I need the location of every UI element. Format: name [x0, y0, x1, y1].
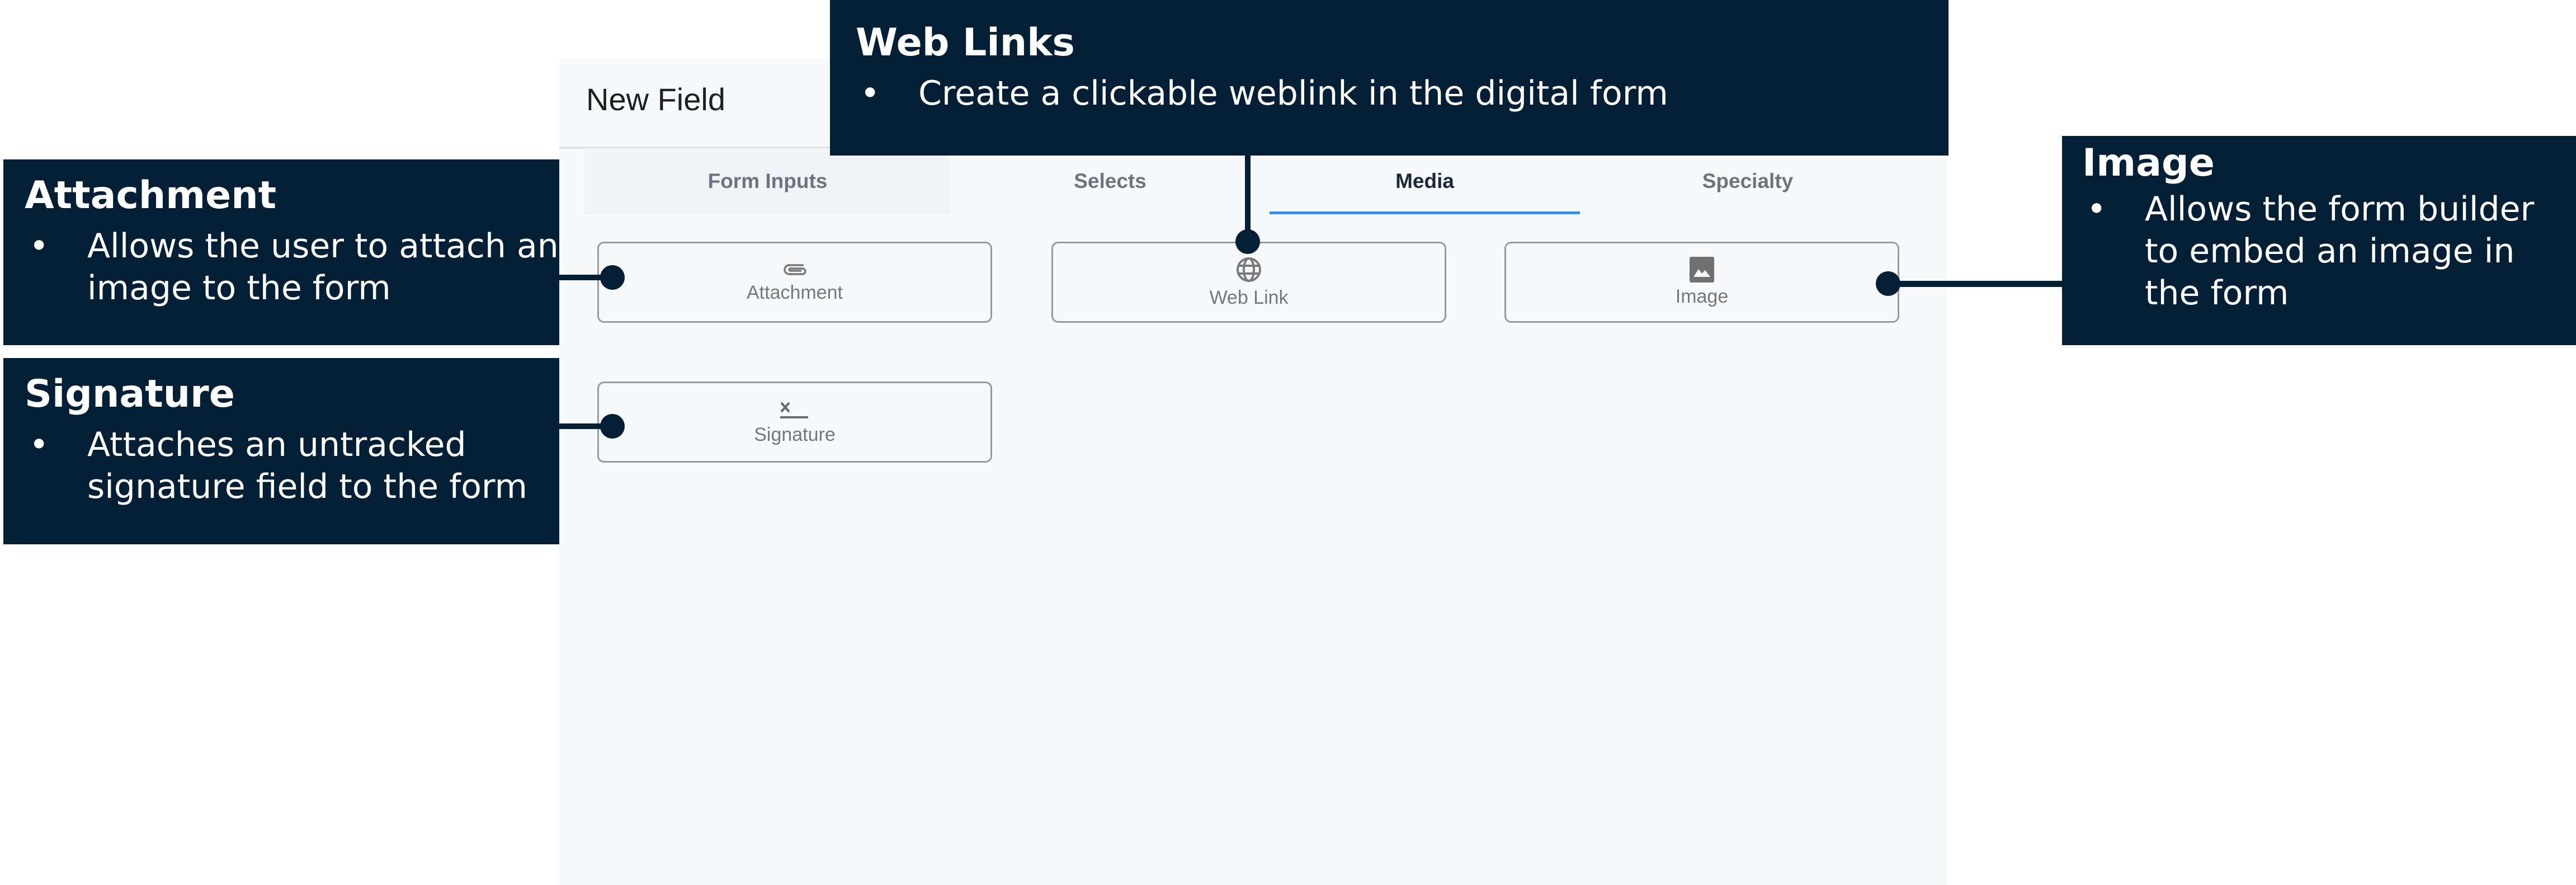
- signature-callout: Signature • Attaches an untracked signat…: [3, 358, 559, 544]
- attachment-connector-dot: [600, 265, 625, 290]
- image-connector: [1890, 281, 2064, 287]
- callout-text: Attaches an untracked signature field to…: [87, 425, 527, 507]
- callout-text: Allows the form builder to embed an imag…: [2145, 190, 2535, 313]
- tab-selects[interactable]: Selects: [951, 148, 1270, 214]
- callout-bullet: • Create a clickable weblink in the digi…: [856, 73, 1948, 115]
- tab-label: Selects: [1074, 170, 1147, 192]
- tab-form-inputs[interactable]: Form Inputs: [584, 148, 951, 214]
- bullet-icon: •: [2087, 190, 2107, 229]
- tab-media[interactable]: Media: [1270, 148, 1580, 214]
- bullet-icon: •: [29, 227, 49, 266]
- web-links-callout: Web Links • Create a clickable weblink i…: [830, 0, 1948, 156]
- field-label: Signature: [754, 424, 836, 445]
- tab-specialty[interactable]: Specialty: [1580, 148, 1916, 214]
- globe-icon: [1237, 257, 1261, 282]
- callout-title: Image: [2082, 141, 2215, 185]
- field-label: Image: [1675, 286, 1729, 307]
- field-label: Web Link: [1209, 287, 1289, 308]
- image-connector-dot: [1876, 271, 1900, 296]
- attachment-connector: [559, 275, 610, 280]
- web-links-connector-dot: [1235, 229, 1260, 254]
- callout-title: Attachment: [25, 173, 277, 218]
- signature-connector: [559, 423, 610, 429]
- signature-connector-dot: [600, 414, 625, 439]
- signature-field-button[interactable]: Signature: [597, 382, 992, 463]
- field-label: Attachment: [747, 282, 843, 303]
- signature-icon: [780, 402, 808, 418]
- callout-bullet: • Attaches an untracked signature field …: [25, 424, 559, 508]
- web-links-connector: [1245, 156, 1251, 241]
- paperclip-icon: [784, 264, 806, 275]
- callout-bullet: • Allows the form builder to embed an im…: [2082, 189, 2576, 314]
- panel-title: New Field: [586, 82, 725, 117]
- new-field-panel: New Field Form Inputs Selects Media Spec…: [559, 59, 1946, 885]
- active-tab-indicator: [1270, 211, 1580, 214]
- bullet-icon: •: [860, 74, 880, 114]
- callout-text: Allows the user to attach an image to th…: [87, 227, 559, 308]
- callout-text: Create a clickable weblink in the digita…: [918, 74, 1668, 114]
- bullet-icon: •: [29, 425, 49, 465]
- callout-title: Signature: [25, 372, 235, 416]
- image-callout: Image • Allows the form builder to embed…: [2062, 136, 2576, 345]
- tab-label: Form Inputs: [707, 170, 828, 192]
- image-field-button[interactable]: Image: [1504, 242, 1899, 323]
- callout-bullet: • Allows the user to attach an image to …: [25, 225, 559, 309]
- attachment-field-button[interactable]: Attachment: [597, 242, 992, 323]
- web-link-field-button[interactable]: Web Link: [1051, 242, 1446, 323]
- tab-label: Media: [1395, 170, 1454, 192]
- image-icon: [1690, 257, 1714, 283]
- callout-title: Web Links: [856, 21, 1075, 65]
- attachment-callout: Attachment • Allows the user to attach a…: [3, 159, 559, 345]
- tab-label: Specialty: [1702, 170, 1794, 192]
